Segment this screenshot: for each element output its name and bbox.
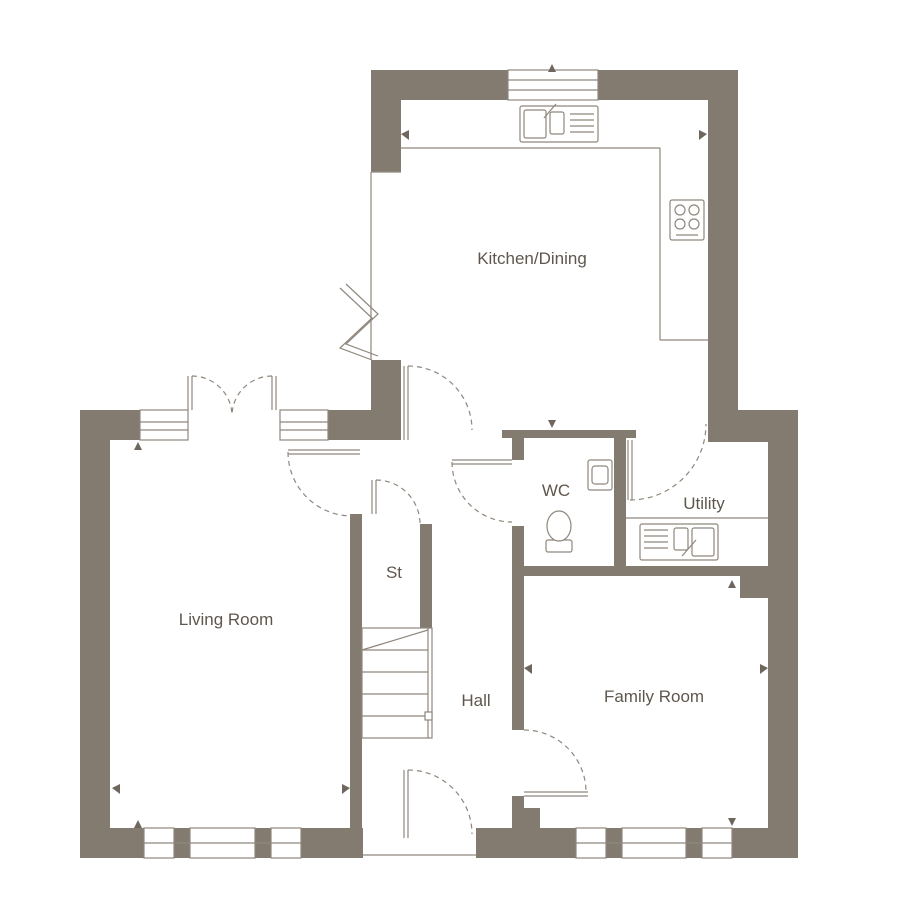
wc-basin-icon — [587, 459, 613, 491]
walls — [80, 70, 798, 858]
room-label-family-room: Family Room — [604, 687, 704, 706]
room-label-store: St — [386, 563, 402, 582]
room-label-hall: Hall — [461, 691, 490, 710]
interior-lines — [187, 147, 768, 856]
door-swings — [191, 365, 707, 835]
window-living-front-right — [279, 409, 329, 441]
windows — [139, 69, 733, 859]
room-label-living-room: Living Room — [179, 610, 274, 629]
window-kitchen-top — [507, 69, 599, 101]
utility-sink-icon — [639, 523, 719, 561]
room-label-kitchen-dining: Kitchen/Dining — [477, 249, 587, 268]
window-living-bottom — [143, 827, 302, 859]
hob-icon — [669, 199, 705, 241]
room-label-utility: Utility — [683, 494, 725, 513]
room-label-wc: WC — [542, 481, 570, 500]
dimension-markers — [112, 64, 768, 828]
kitchen-sink-icon — [519, 103, 599, 143]
room-labels: Kitchen/Dining WC Utility St Living Room… — [179, 249, 726, 710]
window-living-front-left — [139, 409, 189, 441]
window-family-bottom — [575, 827, 733, 859]
toilet-icon — [545, 510, 573, 553]
